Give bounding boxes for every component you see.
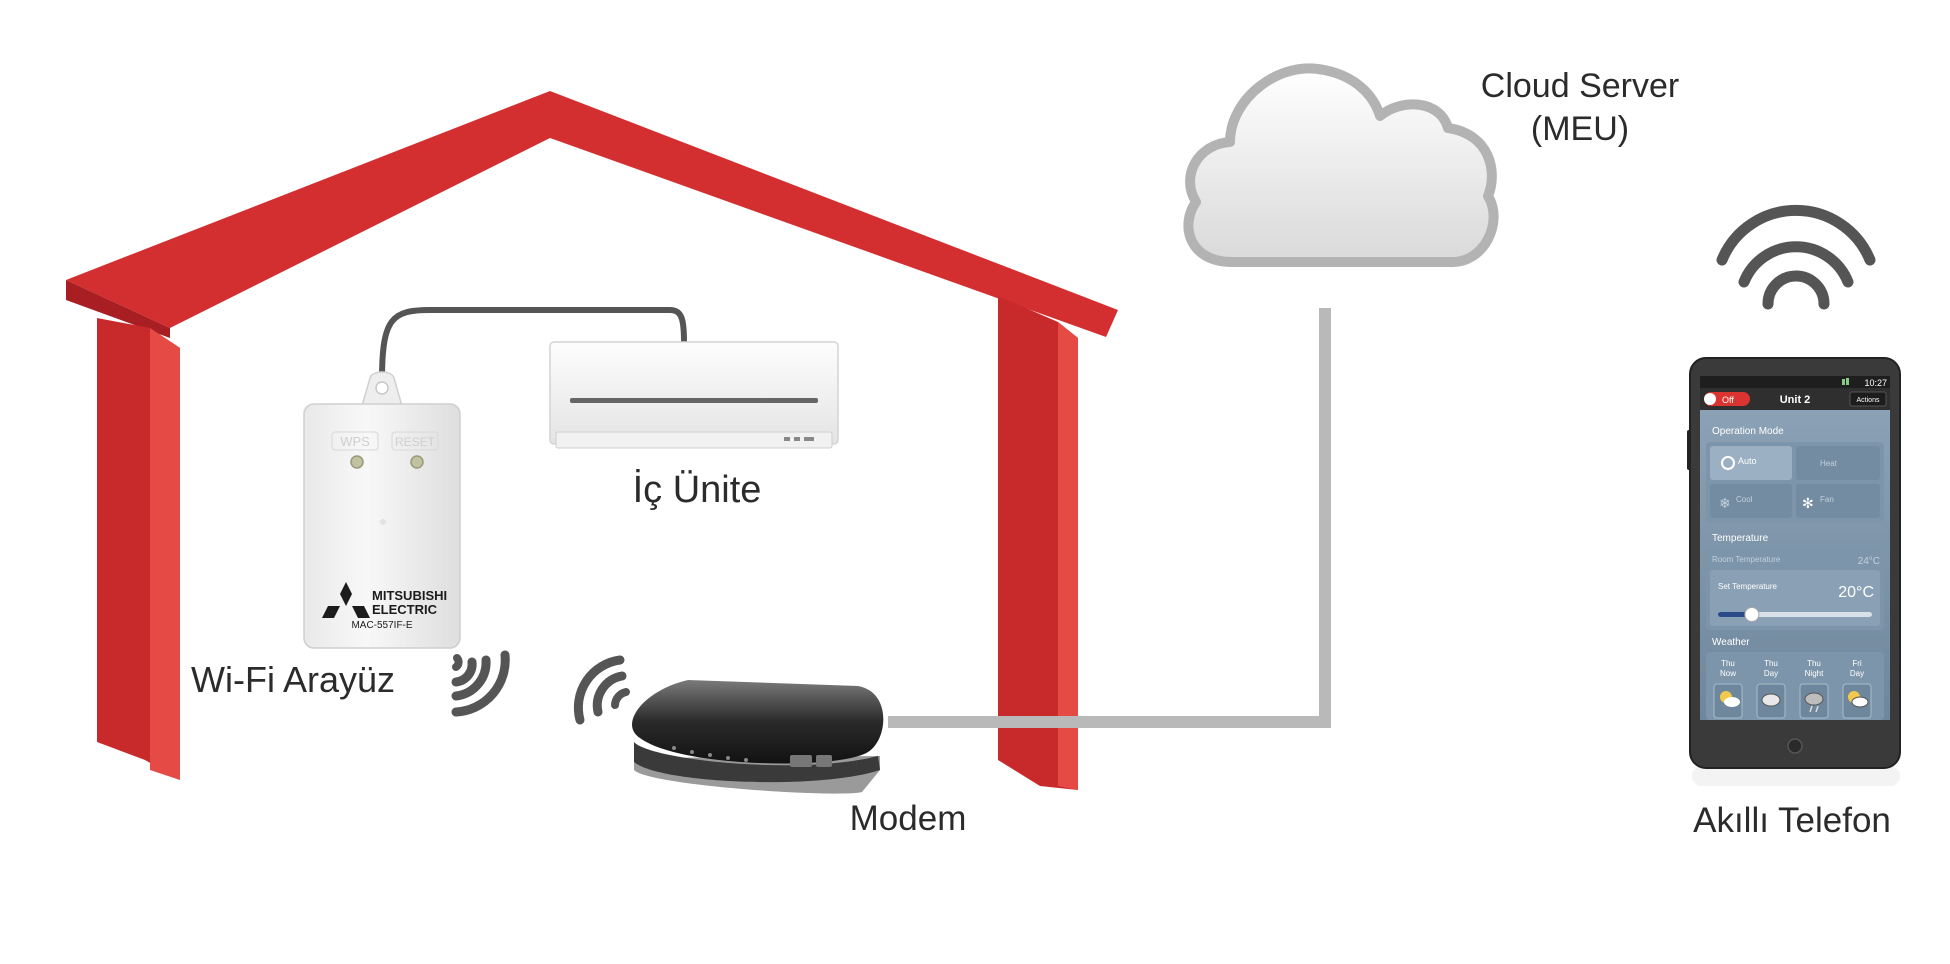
brand-line1: MITSUBISHI [372,588,447,603]
fan-icon: ✻ [1802,495,1814,511]
cloud-server-icon [1183,63,1499,267]
wps-led [350,455,364,469]
cloud-server-sublabel: (MEU) [1531,110,1629,148]
mode-heat-label: Heat [1820,459,1838,468]
weather-day: Thu Day [1756,659,1786,719]
actions-button[interactable] [1849,391,1887,407]
phone-wifi-waves-icon [1716,204,1876,310]
wifi-adapter-image: WPS RESET MITSUBISHI ELECTRIC MAC-557IF-… [303,371,461,649]
weather-title: Weather [1712,637,1750,648]
mode-auto-button[interactable] [1710,446,1792,480]
indoor-unit-label: İç Ünite [633,468,762,511]
unit-title: Unit 2 [1780,394,1811,406]
smartphone-image: 10:27 Off Unit 2 Actions Operation Mode … [1687,357,1901,786]
cloud-icon [1851,696,1869,708]
weather-day-period: Night [1805,669,1824,678]
rain-cloud-icon [1804,692,1824,706]
home-button[interactable] [1787,738,1803,754]
weather-day-name: Fri [1852,659,1862,668]
set-temperature-value: 20°C [1838,584,1874,601]
left-wall-face [150,328,180,780]
temperature-title: Temperature [1712,533,1769,544]
modem-label: Modem [850,799,967,838]
weather-day: Thu Now [1713,659,1743,719]
mode-fan-button[interactable] [1796,484,1880,518]
weather-day: Fri Day [1842,659,1872,719]
house-frame [66,91,1118,790]
status-time: 10:27 [1864,378,1887,388]
mode-cool-button[interactable] [1710,484,1792,518]
auto-icon [1721,456,1735,470]
reset-led [410,455,424,469]
wifi-interface-label: Wi-Fi Arayüz [191,659,395,700]
mode-cool-label: Cool [1736,495,1753,504]
brand-line2: ELECTRIC [372,602,438,617]
room-temperature-label: Room Temperature [1712,555,1781,564]
cloud-icon [1761,693,1781,707]
power-toggle[interactable] [1704,392,1750,406]
right-wall-face [1058,322,1078,790]
modem-wifi-waves-icon [573,655,630,725]
weather-day-name: Thu [1764,659,1778,668]
operation-mode-title: Operation Mode [1712,426,1784,437]
weather-day-period: Day [1850,669,1864,678]
toggle-knob [1704,393,1716,405]
roof-underside [66,280,170,338]
set-temperature-label: Set Temperature [1718,582,1778,591]
actions-button-label: Actions [1857,397,1880,404]
weather-day-period: Day [1764,669,1778,678]
weather-day-name: Thu [1807,659,1821,668]
indoor-unit-image [549,341,839,449]
power-toggle-label: Off [1722,395,1734,405]
mitsubishi-logo-icon [322,582,370,618]
mode-auto-label: Auto [1738,456,1757,466]
adapter-cable [379,307,687,381]
snowflake-icon: ❄ [1719,495,1731,511]
weather-days: Thu Now Thu Day Thu Night Fri [1713,659,1872,719]
modem-image [632,680,884,794]
modem-cloud-cable [888,308,1331,728]
adapter-wifi-waves-icon [451,650,510,717]
mode-fan-label: Fan [1820,495,1834,504]
weather-day-name: Thu [1721,659,1735,668]
weather-day-period: Now [1720,669,1736,678]
room-temperature-value: 24°C [1858,556,1880,567]
roof [66,91,1118,337]
cloud-server-label: Cloud Server [1481,67,1679,105]
weather-day: Thu Night [1799,659,1829,719]
temperature-slider-fill [1718,612,1752,617]
mode-heat-button[interactable] [1796,446,1880,480]
connections [379,307,1331,728]
adapter-model: MAC-557IF-E [351,620,412,631]
reset-button-label: RESET [395,435,436,449]
smartphone-label: Akıllı Telefon [1693,801,1891,840]
cloud-icon [1724,697,1740,707]
wps-button-label: WPS [340,434,370,449]
temperature-slider-knob[interactable] [1744,607,1760,622]
